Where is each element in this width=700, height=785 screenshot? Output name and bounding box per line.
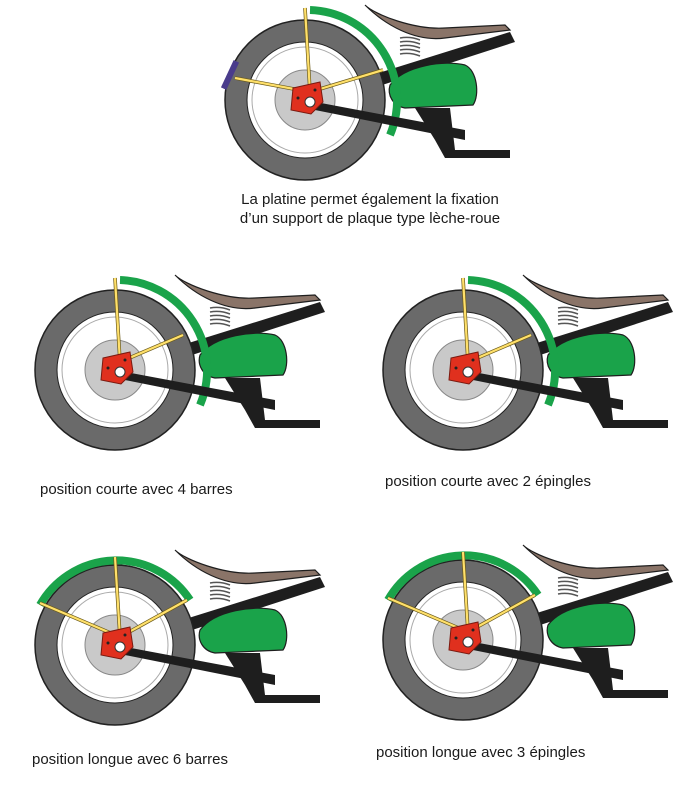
side-cover	[546, 602, 636, 649]
plate-hole	[123, 358, 127, 362]
caption-short-2-pins: position courte avec 2 épingles	[385, 472, 591, 491]
seat-shape	[174, 274, 322, 310]
caption-short-2-pins-line: position courte avec 2 épingles	[385, 473, 591, 490]
seat-shape	[522, 274, 670, 310]
shock-spring	[557, 306, 579, 327]
rim-inner	[409, 586, 517, 694]
side-cover	[546, 332, 636, 379]
plate-hole	[106, 366, 110, 370]
diagram-panel-long-3-pins	[382, 544, 673, 721]
license-plate	[220, 60, 240, 90]
rim-inner	[61, 316, 169, 424]
rim-inner	[61, 591, 169, 699]
caption-licker: La platine permet également la fixation …	[215, 190, 525, 228]
support-rod	[119, 599, 188, 638]
support-rod	[113, 277, 122, 363]
support-rod	[113, 556, 122, 638]
plate-hole	[454, 366, 458, 370]
plate-hole	[471, 628, 475, 632]
support-rod	[461, 277, 470, 363]
side-cover	[198, 607, 288, 654]
swingarm	[115, 370, 275, 410]
caption-short-4-bars: position courte avec 4 barres	[40, 480, 233, 499]
caption-long-6-bars: position longue avec 6 barres	[32, 750, 228, 769]
rear-fender	[119, 276, 212, 407]
support-rods	[39, 556, 188, 639]
swingarm	[305, 100, 465, 140]
diagram-panel-long-6-bars	[34, 549, 325, 726]
support-rod	[309, 68, 384, 94]
plate-hole	[454, 636, 458, 640]
support-rod	[39, 601, 121, 639]
support-rod	[467, 594, 536, 633]
plate-hole	[313, 88, 317, 92]
caption-licker-line-2: d’un support de plaque type lèche-roue	[239, 210, 501, 227]
engine-mount	[415, 108, 510, 158]
swingarm	[463, 370, 623, 410]
plate-hole	[471, 358, 475, 362]
rear-fender	[467, 276, 560, 407]
axle-bolt	[114, 366, 126, 378]
support-rod	[303, 7, 312, 93]
rim-inner	[251, 46, 359, 154]
side-cover	[388, 62, 478, 109]
swingarm	[115, 645, 275, 685]
caption-short-4-bars-line: position courte avec 4 barres	[40, 481, 233, 498]
seat-shape	[522, 544, 670, 580]
diagram-panel-short-4-bars	[34, 274, 325, 451]
plate-hole	[123, 633, 127, 637]
plate-hole	[296, 96, 300, 100]
rear-fender	[309, 6, 402, 137]
diagram-panel-licker	[220, 4, 515, 181]
engine-mount	[225, 653, 320, 703]
caption-long-3-pins: position longue avec 3 épingles	[376, 743, 585, 762]
support-rod	[387, 596, 469, 634]
diagram-panel-short-2-pins	[382, 274, 673, 451]
seat-shape	[364, 4, 512, 40]
support-rod	[461, 551, 470, 633]
engine-mount	[225, 378, 320, 428]
engine-mount	[573, 648, 668, 698]
shock-spring	[557, 576, 579, 597]
rim-inner	[409, 316, 517, 424]
axle-bolt	[304, 96, 316, 108]
engine-mount	[573, 378, 668, 428]
caption-long-6-bars-line: position longue avec 6 barres	[32, 751, 228, 768]
axle-bolt	[114, 641, 126, 653]
caption-licker-line-1: La platine permet également la fixation	[241, 191, 499, 208]
shock-spring	[399, 36, 421, 57]
shock-spring	[209, 581, 231, 602]
plate-hole	[106, 641, 110, 645]
side-cover	[198, 332, 288, 379]
support-rods	[387, 551, 536, 634]
axle-bolt	[462, 636, 474, 648]
caption-long-3-pins-line: position longue avec 3 épingles	[376, 744, 586, 761]
axle-bolt	[462, 366, 474, 378]
shock-spring	[209, 306, 231, 327]
seat-shape	[174, 549, 322, 585]
swingarm	[463, 640, 623, 680]
